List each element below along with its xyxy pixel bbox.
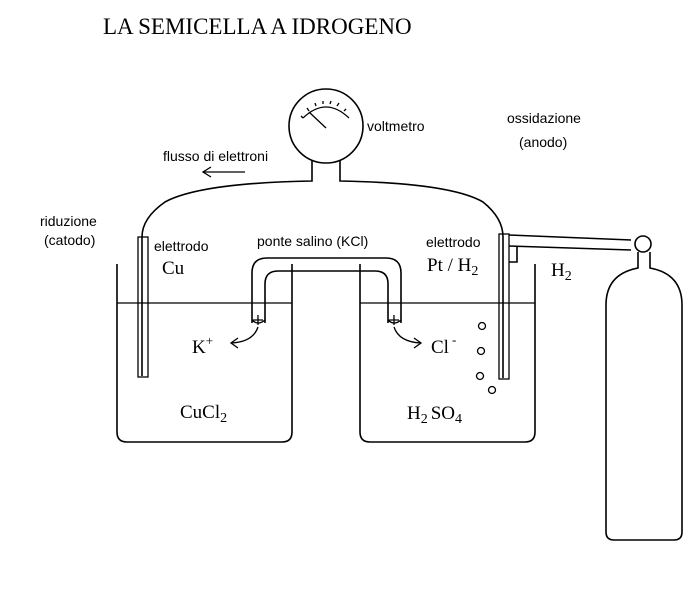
salt-bridge-tube — [251, 257, 402, 323]
electron-flow-arrow-icon — [201, 166, 245, 178]
hydrogen-gas-pipe — [508, 234, 632, 263]
anode-electrode — [498, 233, 510, 380]
k-ion-label: K+ — [192, 333, 213, 358]
k-ion-arrow-icon — [229, 326, 259, 349]
cl-ion-arrow-icon — [393, 326, 423, 349]
cathode-electrode — [137, 236, 149, 378]
cathode-solution-label: CuCl2 — [180, 402, 227, 426]
external-wire — [141, 161, 504, 378]
hydrogen-gas-label: H2 — [551, 260, 572, 284]
anode-role-sub-label: (anodo) — [519, 134, 567, 150]
electron-flow-label: flusso di elettroni — [163, 148, 268, 164]
diagram-title: LA SEMICELLA A IDROGENO — [103, 14, 412, 39]
cathode-role-sub-label: (catodo) — [44, 232, 95, 248]
cathode-role-label: riduzione — [40, 213, 97, 229]
anode-role-label: ossidazione — [507, 110, 581, 126]
cathode-beaker — [116, 264, 293, 443]
voltmeter-label: voltmetro — [367, 118, 425, 134]
cathode-metal-label: Cu — [162, 258, 185, 279]
salt-bridge-left-plug — [251, 315, 266, 325]
voltmeter-gauge — [288, 88, 364, 164]
anode-beaker — [359, 264, 536, 443]
hydrogen-cylinder — [605, 235, 683, 541]
cathode-electrode-label: elettrodo — [154, 238, 209, 254]
cl-ion-label: Cl- — [431, 332, 456, 358]
hydrogen-bubbles — [475, 321, 497, 395]
anode-metal-label: Pt / H2 — [427, 255, 478, 279]
anode-electrode-label: elettrodo — [426, 234, 481, 250]
salt-bridge-right-plug — [387, 315, 402, 325]
salt-bridge-label: ponte salino (KCl) — [257, 233, 368, 249]
